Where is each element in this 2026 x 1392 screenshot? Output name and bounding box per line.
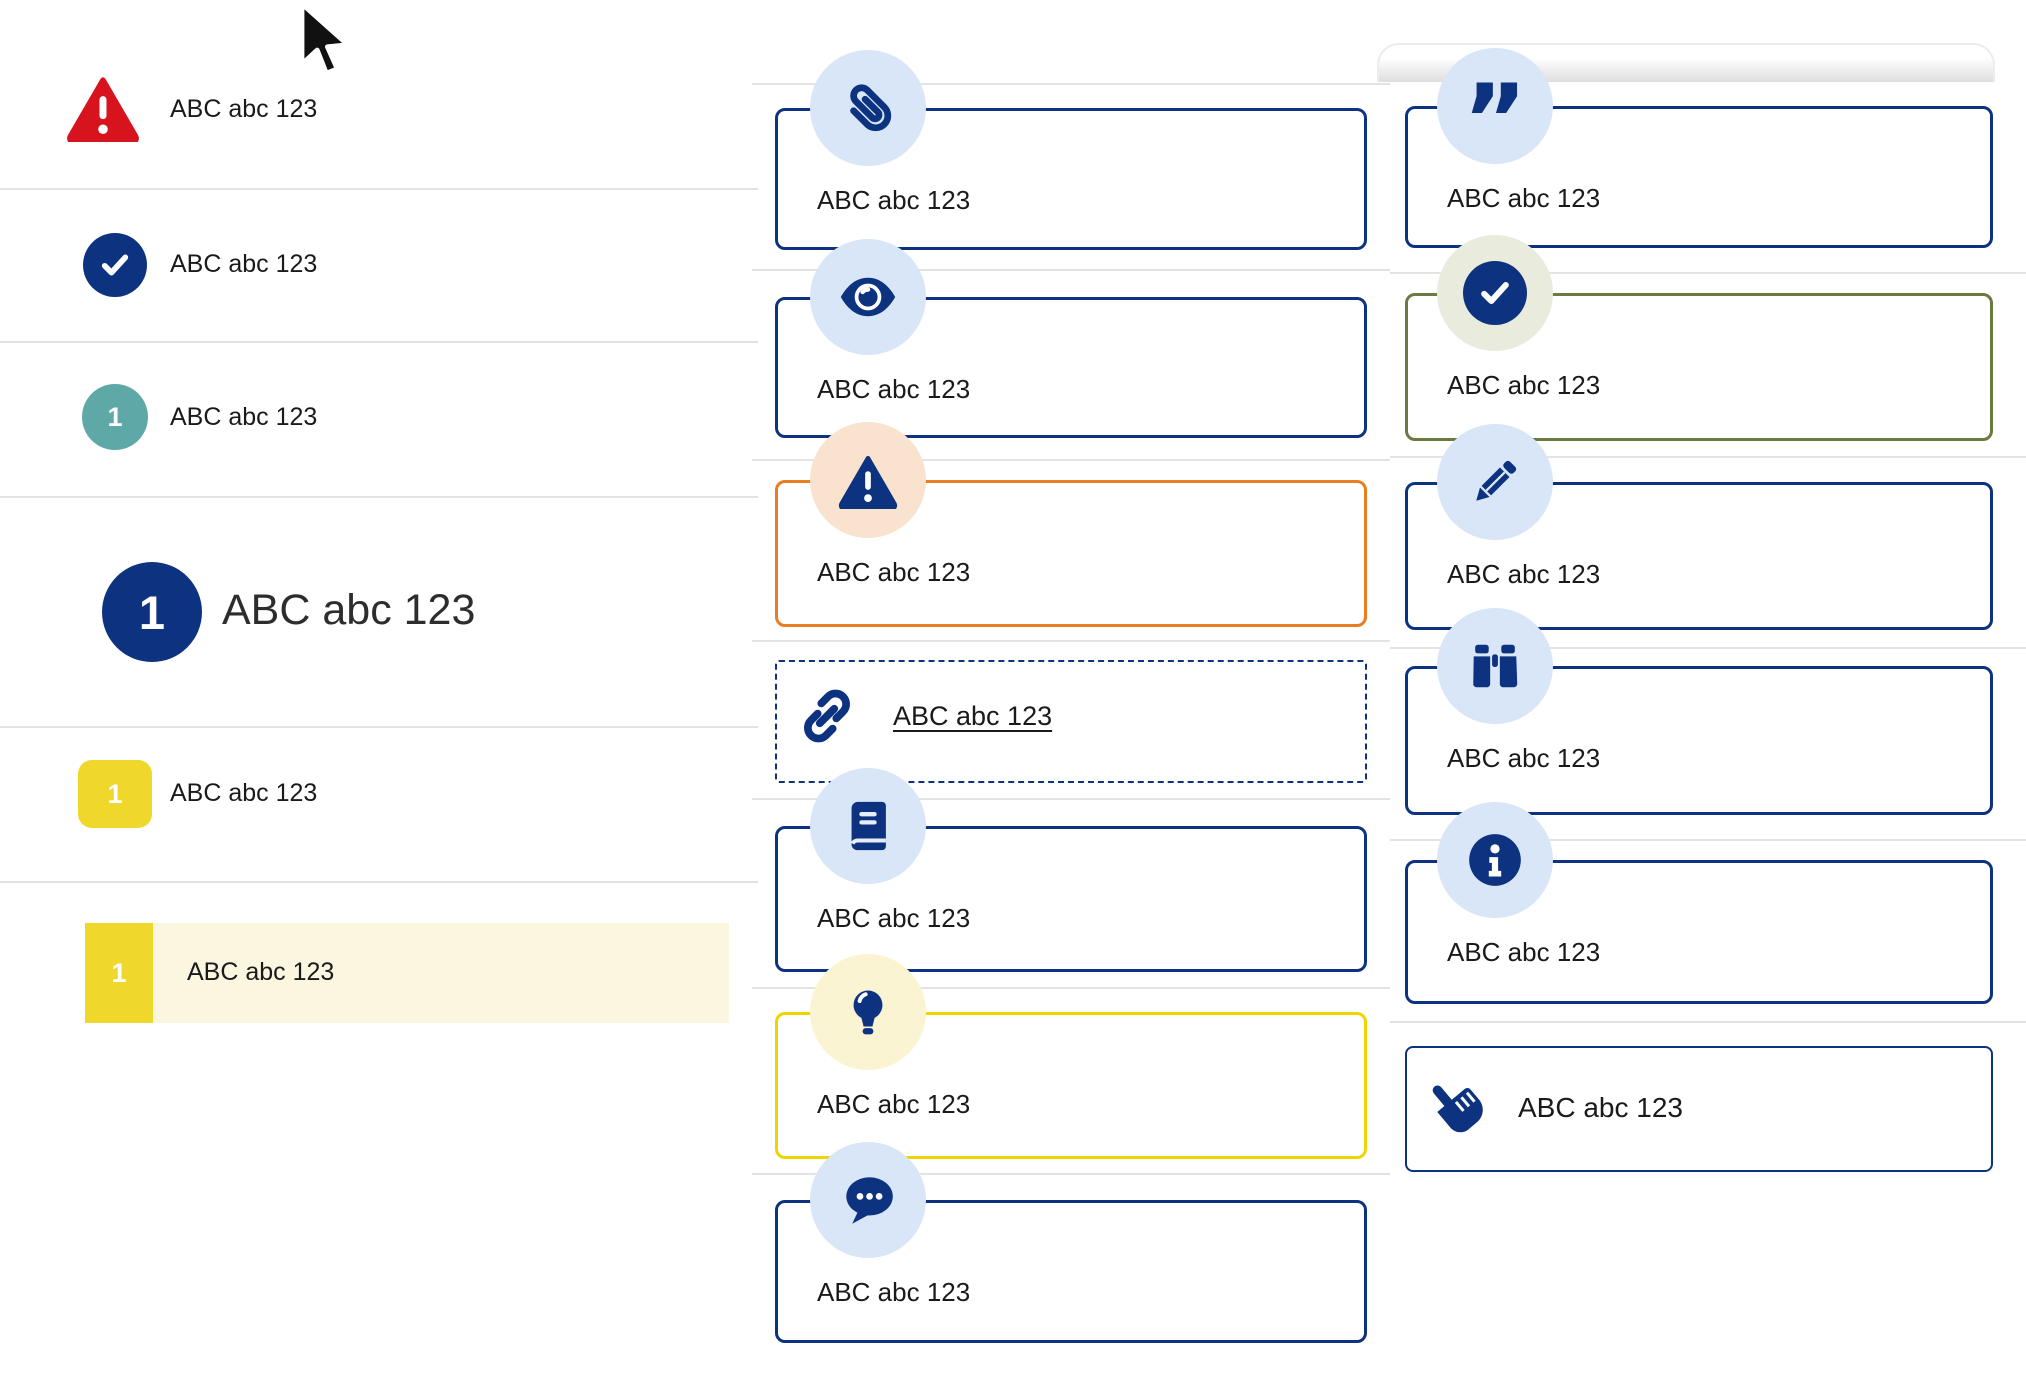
callout-link (775, 660, 1367, 783)
divider (752, 640, 1390, 642)
callout-label: ABC abc 123 (817, 1277, 971, 1307)
list-item-alert[interactable]: ABC abc 123 (170, 95, 318, 123)
check-circle-icon (83, 233, 147, 297)
callout-label: ABC abc 123 (1447, 559, 1601, 589)
action-button-label: ABC abc 123 (1518, 1092, 1683, 1123)
list-item-step[interactable]: ABC abc 123 (170, 403, 318, 431)
callout-label: ABC abc 123 (817, 185, 971, 215)
warning-icon (810, 422, 926, 538)
divider (0, 726, 758, 728)
divider (752, 269, 1390, 271)
divider (752, 1173, 1390, 1175)
hand-pointer-icon (1432, 1085, 1483, 1133)
link-icon (804, 689, 850, 743)
divider (1390, 272, 2026, 274)
check-icon (1437, 235, 1553, 351)
callout-label: ABC abc 123 (817, 903, 971, 933)
binoculars-icon (1437, 608, 1553, 724)
list-item-success[interactable]: ABC abc 123 (170, 250, 318, 278)
pencil-icon (1437, 424, 1553, 540)
divider (1390, 456, 2026, 458)
divider (752, 987, 1390, 989)
callout-label: ABC abc 123 (1447, 743, 1601, 773)
action-button[interactable] (1405, 1046, 1993, 1172)
divider (1390, 647, 2026, 649)
callout-label: ABC abc 123 (817, 374, 971, 404)
divider (752, 459, 1390, 461)
lightbulb-icon (810, 954, 926, 1070)
callout-label: ABC abc 123 (1447, 183, 1601, 213)
step-number-badge: 1 (82, 384, 148, 450)
list-item-highlight-background[interactable] (85, 923, 729, 1023)
step-number-badge-large: 1 (102, 562, 202, 662)
callout-label: ABC abc 123 (1447, 370, 1601, 400)
step-number-badge-highlight: 1 (85, 923, 153, 1023)
divider (0, 496, 758, 498)
quote-icon: ” (1437, 48, 1553, 170)
paperclip-icon (810, 50, 926, 166)
step-number-badge-yellow: 1 (78, 760, 152, 828)
callout-label: ABC abc 123 (817, 1089, 971, 1119)
link[interactable]: ABC abc 123 (893, 701, 1053, 731)
warning-triangle-icon (67, 77, 139, 142)
divider (1390, 1021, 2026, 1023)
eye-icon (810, 239, 926, 355)
callout-label: ABC abc 123 (1447, 937, 1601, 967)
list-item-step-highlighted[interactable]: ABC abc 123 (187, 958, 335, 986)
chat-icon (810, 1142, 926, 1258)
mouse-cursor (299, 2, 351, 76)
info-icon (1437, 802, 1553, 918)
callout-label: ABC abc 123 (817, 557, 971, 587)
divider (0, 341, 758, 343)
divider (1390, 839, 2026, 841)
book-icon (810, 768, 926, 884)
divider (0, 188, 758, 190)
divider (752, 798, 1390, 800)
divider (752, 83, 1390, 85)
list-item-step-yellow[interactable]: ABC abc 123 (170, 779, 318, 807)
divider (0, 881, 758, 883)
list-item-step-large[interactable]: ABC abc 123 (222, 586, 476, 634)
callout-attachment (775, 108, 1367, 250)
